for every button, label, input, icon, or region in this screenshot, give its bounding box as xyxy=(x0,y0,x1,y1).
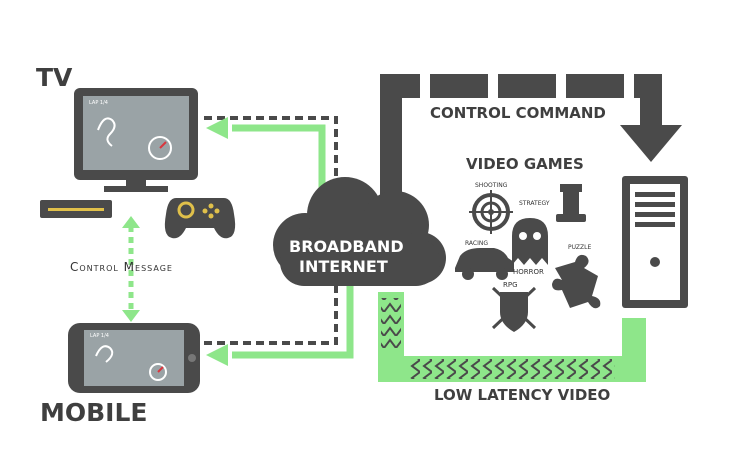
control-command-label: CONTROL COMMAND xyxy=(430,104,606,122)
ghost-icon xyxy=(512,218,548,265)
mobile-link xyxy=(204,268,354,366)
cloud-label-line2: INTERNET xyxy=(299,257,388,276)
arrow-down-icon xyxy=(620,125,682,162)
gamepad-icon xyxy=(164,198,236,239)
arrow-left-icon xyxy=(206,117,228,139)
control-message-link xyxy=(122,216,140,322)
shield-swords-icon xyxy=(491,286,537,332)
puzzle-piece-icon xyxy=(552,254,601,309)
console-icon xyxy=(40,200,112,218)
control-message-label: Control Message xyxy=(70,260,173,274)
chess-rook-icon xyxy=(556,184,586,222)
race-car-icon xyxy=(455,248,514,280)
genre-racing: RACING xyxy=(465,240,489,247)
low-latency-video-label: LOW LATENCY VIDEO xyxy=(434,386,611,404)
mobile-screen-text: LAP 1/4 xyxy=(90,333,109,339)
low-latency-video-path xyxy=(378,292,646,382)
genre-puzzle: PUZZLE xyxy=(568,244,592,251)
mobile-phone-icon xyxy=(68,323,200,393)
server-icon xyxy=(622,176,688,308)
video-games-label: VIDEO GAMES xyxy=(466,155,584,173)
tv-label: TV xyxy=(36,63,73,92)
arrow-left-icon xyxy=(206,344,228,366)
genre-horror: HORROR xyxy=(513,268,544,276)
tv-screen-text: LAP 1/4 xyxy=(89,100,108,106)
genre-shooting: SHOOTING xyxy=(475,182,508,189)
crosshair-icon xyxy=(469,190,513,234)
mobile-label: MOBILE xyxy=(40,398,148,427)
cloud-label-line1: BROADBAND xyxy=(289,237,404,256)
genre-rpg: RPG xyxy=(503,281,518,289)
genre-strategy: STRATEGY xyxy=(519,200,550,207)
cloud-icon xyxy=(273,177,446,286)
tv-icon xyxy=(74,88,198,192)
